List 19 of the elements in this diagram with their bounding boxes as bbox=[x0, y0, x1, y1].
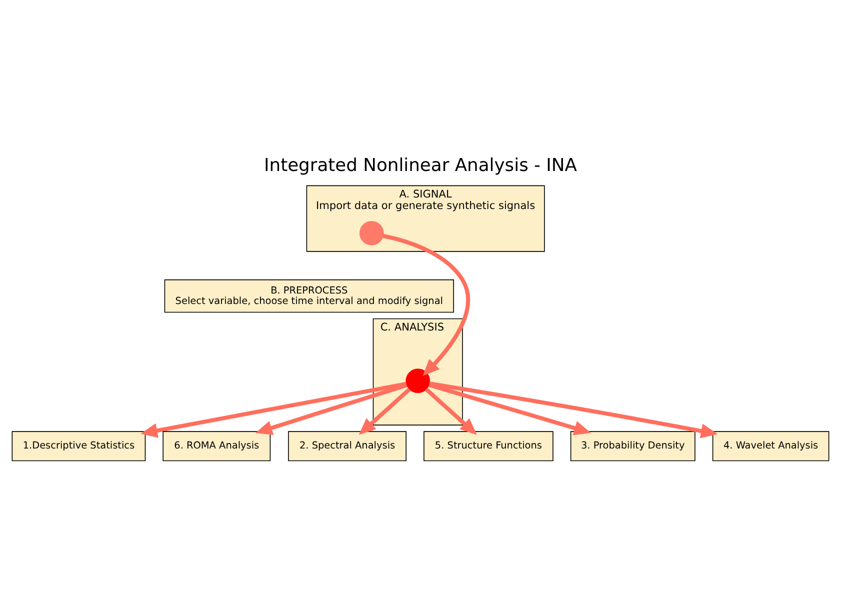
node-box: 3. Probability Density bbox=[570, 430, 696, 461]
node-box: 1.Descriptive Statistics bbox=[12, 430, 146, 461]
cluster: C. ANALYSIS bbox=[372, 318, 463, 425]
arrow bbox=[382, 233, 470, 376]
arrow bbox=[140, 381, 407, 438]
arrow bbox=[429, 381, 718, 438]
node-box: B. PREPROCESS Select variable, choose time interval and modify signal bbox=[164, 278, 454, 312]
arrow bbox=[255, 382, 408, 434]
node-box: 6. ROMA Analysis bbox=[162, 430, 271, 461]
arrow bbox=[358, 387, 411, 434]
node-circle bbox=[406, 368, 430, 392]
node-box: 5. Structure Functions bbox=[424, 430, 554, 461]
node-box: 4. Wavelet Analysis bbox=[712, 430, 830, 461]
arrow bbox=[424, 387, 477, 434]
node-box: 2. Spectral Analysis bbox=[288, 430, 406, 461]
arrow bbox=[428, 382, 591, 435]
cluster: A. SIGNAL Import data or generate synthetic signals bbox=[306, 184, 545, 252]
node-circle bbox=[359, 220, 384, 245]
diagram-title: Integrated Nonlinear Analysis - INA bbox=[264, 154, 577, 176]
